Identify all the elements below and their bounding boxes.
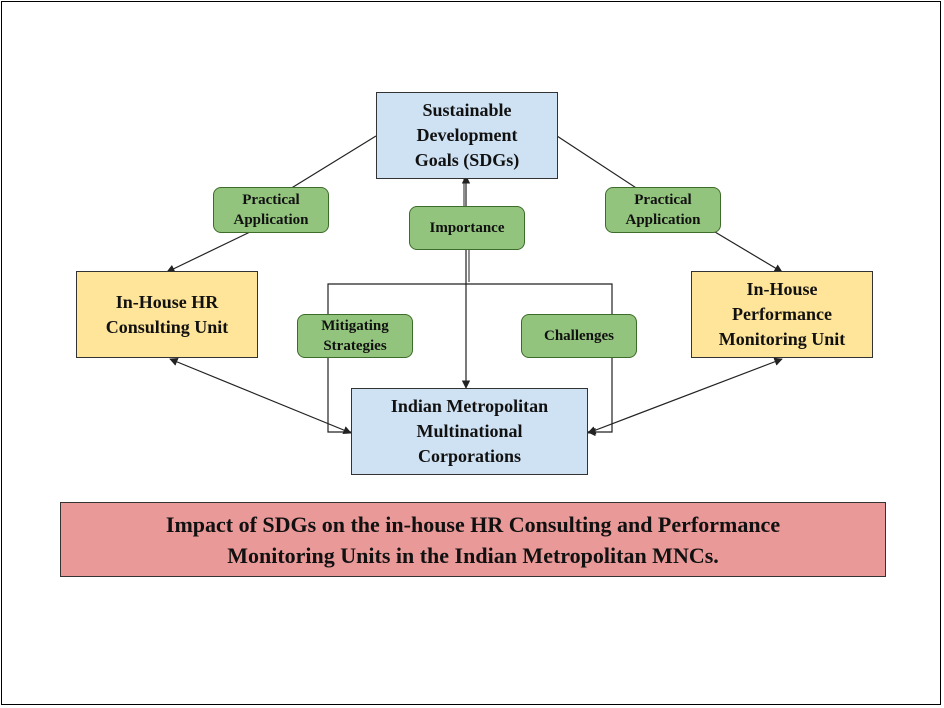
edge-sdg-to-perf-upper [556,135,651,198]
edge-hr-to-mnc [169,357,352,435]
label-challenges: Challenges [521,314,637,358]
label-practical-application-right: Practical Application [605,187,721,233]
label-mitigating-strategies: Mitigating Strategies [297,314,413,358]
node-indian-mncs: Indian Metropolitan Multinational Corpor… [351,388,588,475]
edge-perf-to-mnc [587,357,783,435]
edge-sdg-to-hr-lower [166,231,251,273]
node-perf-label: In-House Performance Monitoring Unit [718,279,846,349]
label-importance: Importance [409,206,525,250]
label-practical-application-left: Practical Application [213,187,329,233]
node-mnc-label: Indian Metropolitan Multinational Corpor… [390,396,549,466]
node-hr-consulting-unit: In-House HR Consulting Unit [76,271,258,358]
node-performance-monitoring-unit: In-House Performance Monitoring Unit [691,271,873,358]
node-hr-label: In-House HR Consulting Unit [105,291,229,337]
caption-banner: Impact of SDGs on the in-house HR Consul… [60,502,886,577]
caption-text: Impact of SDGs on the in-house HR Consul… [165,511,781,568]
edge-sdg-to-perf-lower [714,231,783,273]
node-sdgs-label: Sustainable Development Goals (SDGs) [414,100,520,170]
node-sdgs: Sustainable Development Goals (SDGs) [376,92,558,179]
